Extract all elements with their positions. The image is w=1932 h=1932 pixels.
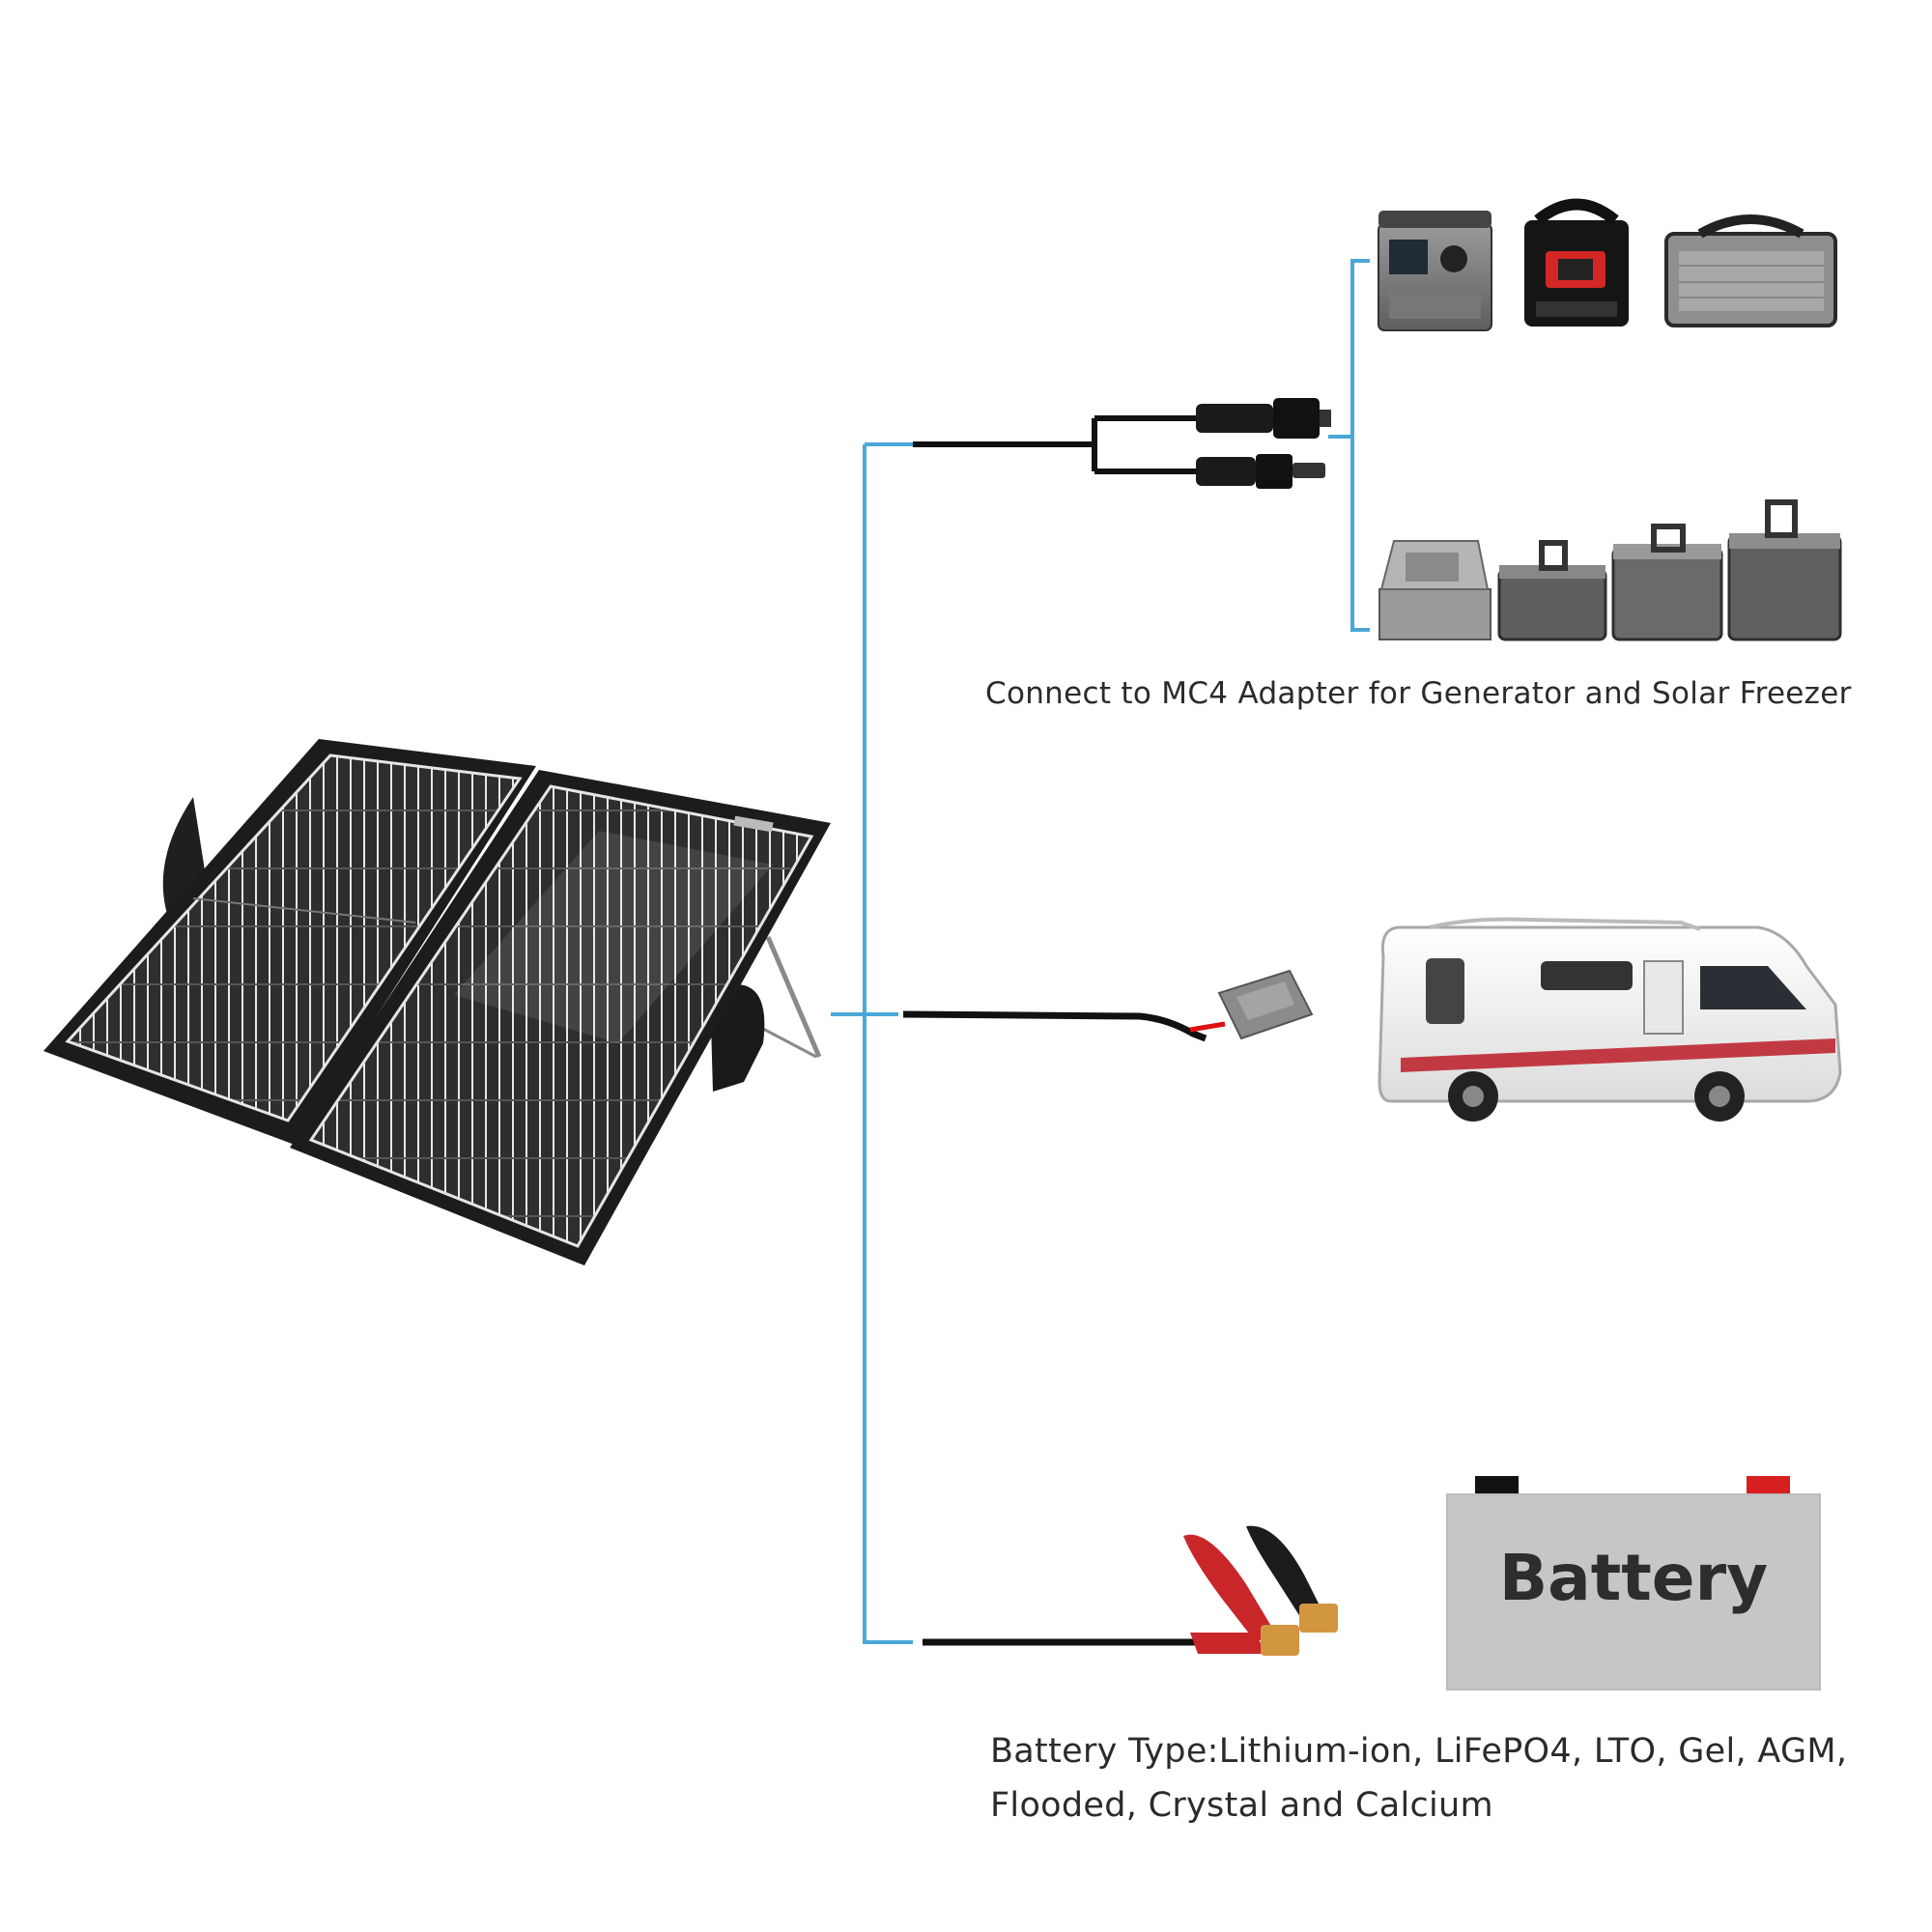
caption-battery-types: Battery Type:Lithium-ion, LiFePO4, LTO, … [990,1724,1860,1833]
rv-camper [1378,917,1842,1122]
caption-mc4-adapter: Connect to MC4 Adapter for Generator and… [985,676,1852,711]
mc4-connector-male [1196,398,1331,439]
battery [1446,1476,1821,1690]
freezer-medium [1611,524,1723,641]
anderson-cable [902,969,1314,1042]
solar-freezer-group [1378,499,1842,641]
battery-label: Battery [1498,1541,1769,1615]
anderson-connector [1217,969,1314,1040]
freezer-large [1727,499,1842,641]
devices-bracket-line [1350,259,1370,632]
power-station-group [1378,198,1837,331]
power-station-1 [1378,211,1492,331]
mc4-connector-female [1196,454,1325,489]
battery-positive-terminal [1747,1476,1790,1497]
connector-lines [831,259,1370,1644]
freezer-small [1497,540,1607,641]
battery-negative-terminal [1475,1476,1519,1497]
solar-panel-right [290,770,831,1265]
red-alligator-clip [1183,1534,1299,1656]
battery-body [1446,1493,1821,1690]
power-station-2 [1524,198,1629,327]
black-alligator-clip [1246,1525,1338,1633]
mc4-y-cable [913,398,1331,489]
panel-kickstand [765,936,822,1058]
solar-panel-left [43,739,536,1145]
alligator-clip-cable [923,1525,1338,1656]
solar-panel [43,739,831,1265]
caption-battery-types-line2: Flooded, Crystal and Calcium [990,1786,1493,1825]
main-trunk-line [863,444,913,1644]
power-station-3 [1664,214,1837,327]
freezer-open [1378,540,1492,640]
caption-battery-types-line1: Battery Type:Lithium-ion, LiFePO4, LTO, … [990,1732,1848,1771]
